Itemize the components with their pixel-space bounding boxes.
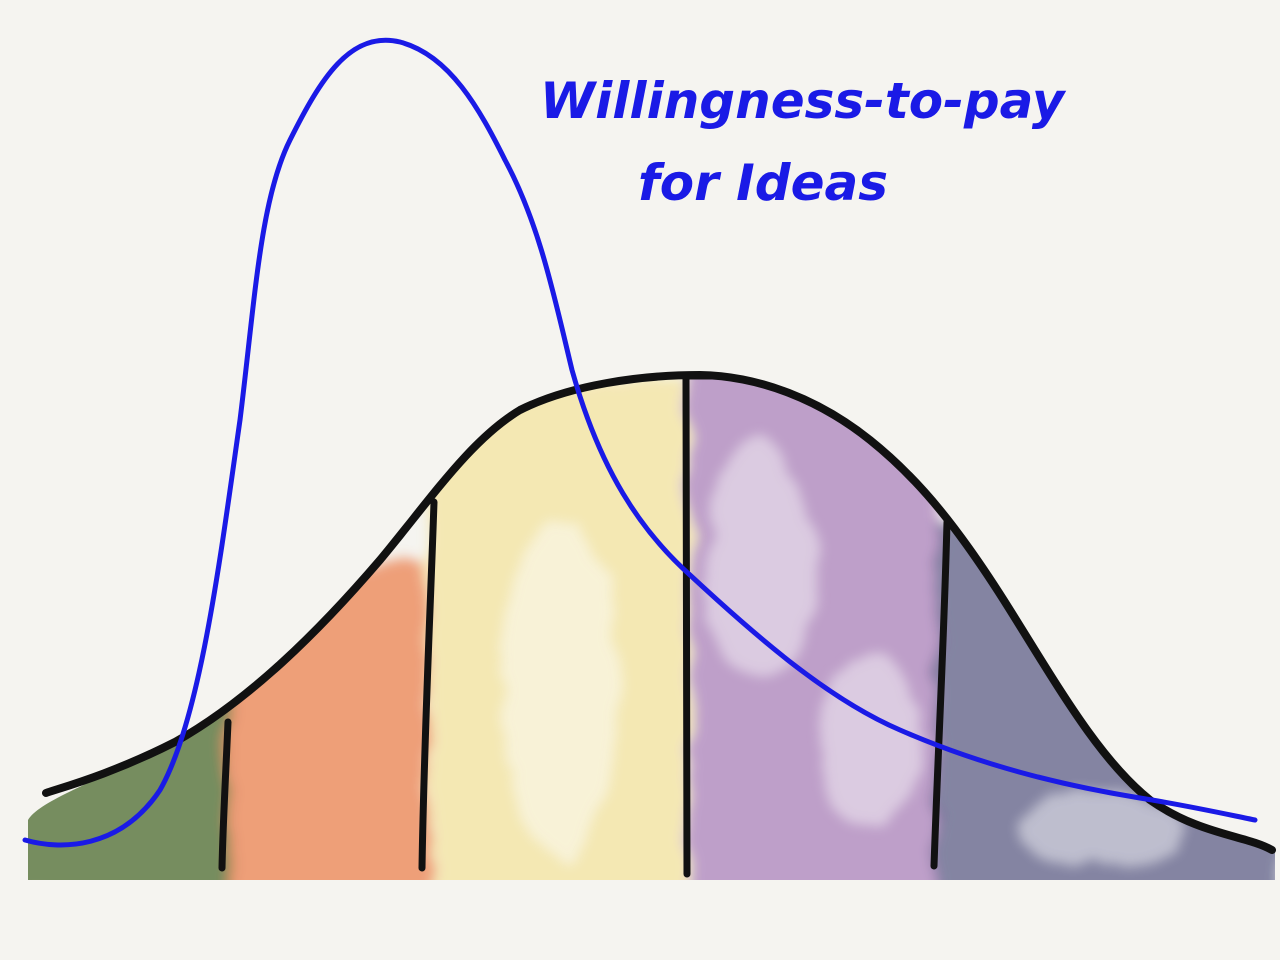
- willingness-curve: [22, 37, 1258, 848]
- band-yellow-highlight: [500, 520, 620, 860]
- band-purple-highlight-2: [820, 650, 920, 830]
- divider-2: [418, 498, 438, 872]
- bell-curve: [42, 371, 1276, 854]
- watercolor-bands: [28, 375, 1275, 880]
- title-line-1: Willingness-to-pay: [540, 72, 1067, 130]
- divider-4: [930, 518, 951, 870]
- band-purple-highlight: [705, 440, 815, 680]
- title-line-2: for Ideas: [638, 154, 888, 212]
- divider-1: [218, 718, 232, 872]
- divider-3: [682, 374, 691, 878]
- band-slate-highlight: [1020, 790, 1180, 870]
- band-orange: [228, 560, 428, 880]
